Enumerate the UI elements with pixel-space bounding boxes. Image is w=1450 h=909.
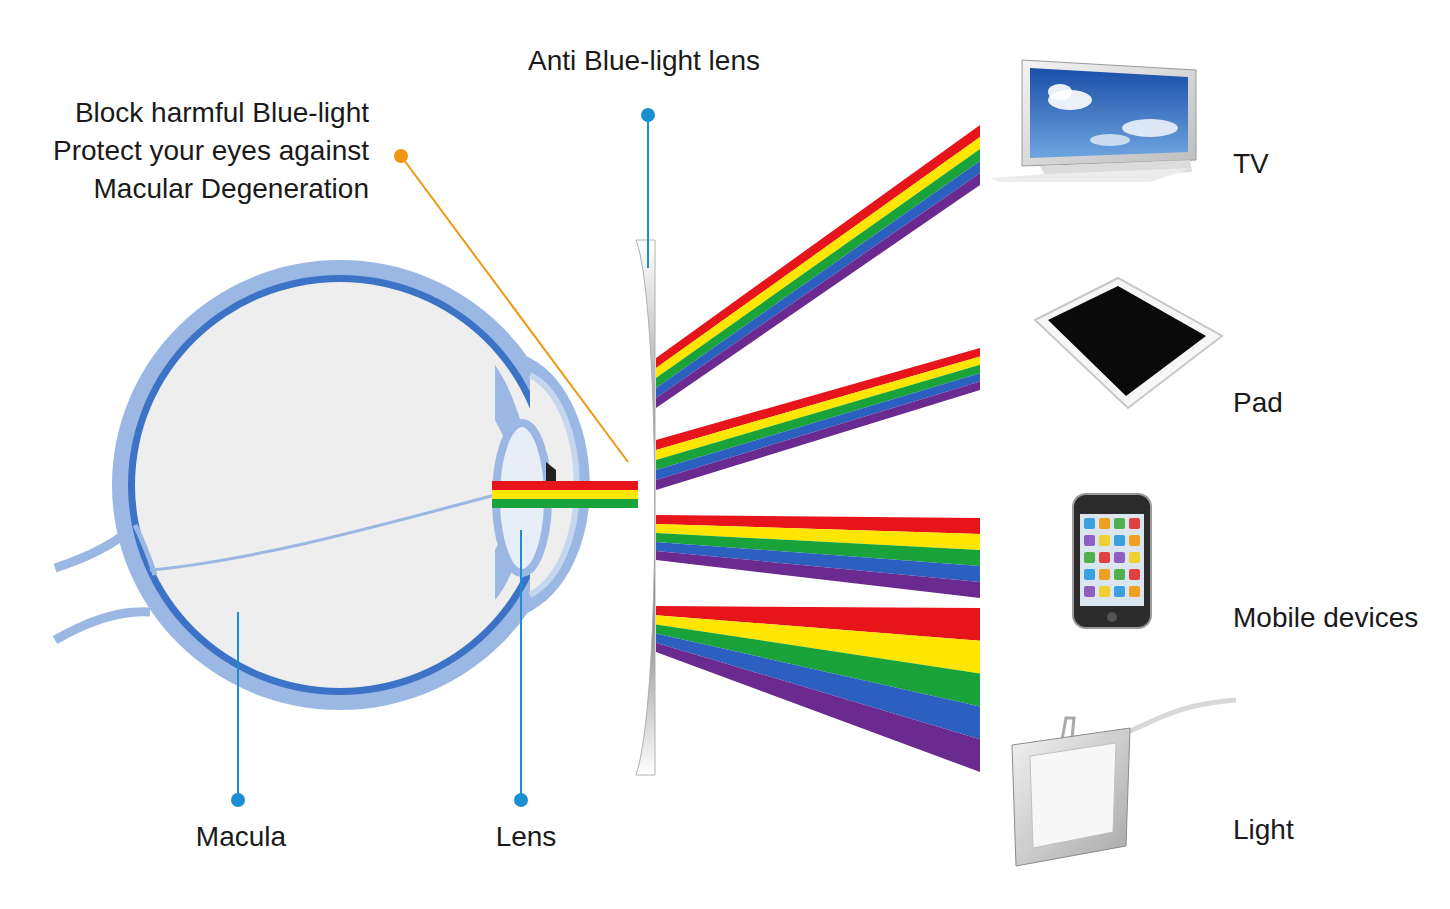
tv-icon [990, 60, 1196, 182]
ray-stripe [656, 634, 980, 740]
ray-stripe [656, 373, 980, 480]
ray-stripe [656, 382, 980, 490]
app-icon [1114, 569, 1125, 580]
leader-lines [231, 108, 655, 807]
filtered-ray [492, 481, 638, 508]
app-icon [1114, 552, 1125, 563]
anti-blue-light-lens [636, 240, 655, 775]
app-icon [1099, 569, 1110, 580]
part-name: Macula [196, 818, 286, 856]
app-icon [1099, 535, 1110, 546]
app-icon [1114, 586, 1125, 597]
ray-stripe [656, 125, 980, 368]
device-label: TV [1233, 145, 1269, 183]
app-icon [1084, 569, 1095, 580]
light-icon [1012, 700, 1236, 866]
device-label: Light [1233, 811, 1294, 849]
mobile-icon [1073, 494, 1151, 628]
app-icon [1114, 535, 1125, 546]
pad-icon [1035, 278, 1222, 408]
ray-stripe [656, 356, 980, 460]
app-icon [1129, 518, 1140, 529]
ray-stripe [656, 137, 980, 378]
ray-stripe [656, 643, 980, 772]
app-icon [1084, 518, 1095, 529]
callout-note: Block harmful Blue-light Protect your ey… [4, 94, 369, 208]
light-rays [656, 125, 980, 772]
ray-stripe [656, 551, 980, 598]
app-icon [1129, 586, 1140, 597]
device-label: Pad [1233, 384, 1283, 422]
app-icon [1114, 518, 1125, 529]
app-icon [1084, 586, 1095, 597]
app-icon [1129, 569, 1140, 580]
app-icon [1084, 552, 1095, 563]
device-label: Mobile devices [1233, 599, 1418, 637]
ray-stripe [656, 149, 980, 388]
ray-stripe [656, 365, 980, 470]
app-icon [1129, 552, 1140, 563]
app-icon [1129, 535, 1140, 546]
part-name: Lens [496, 818, 557, 856]
app-icon [1099, 552, 1110, 563]
app-icon [1084, 535, 1095, 546]
lens-title: Anti Blue-light lens [528, 42, 760, 80]
app-icon [1099, 518, 1110, 529]
app-icon [1099, 586, 1110, 597]
